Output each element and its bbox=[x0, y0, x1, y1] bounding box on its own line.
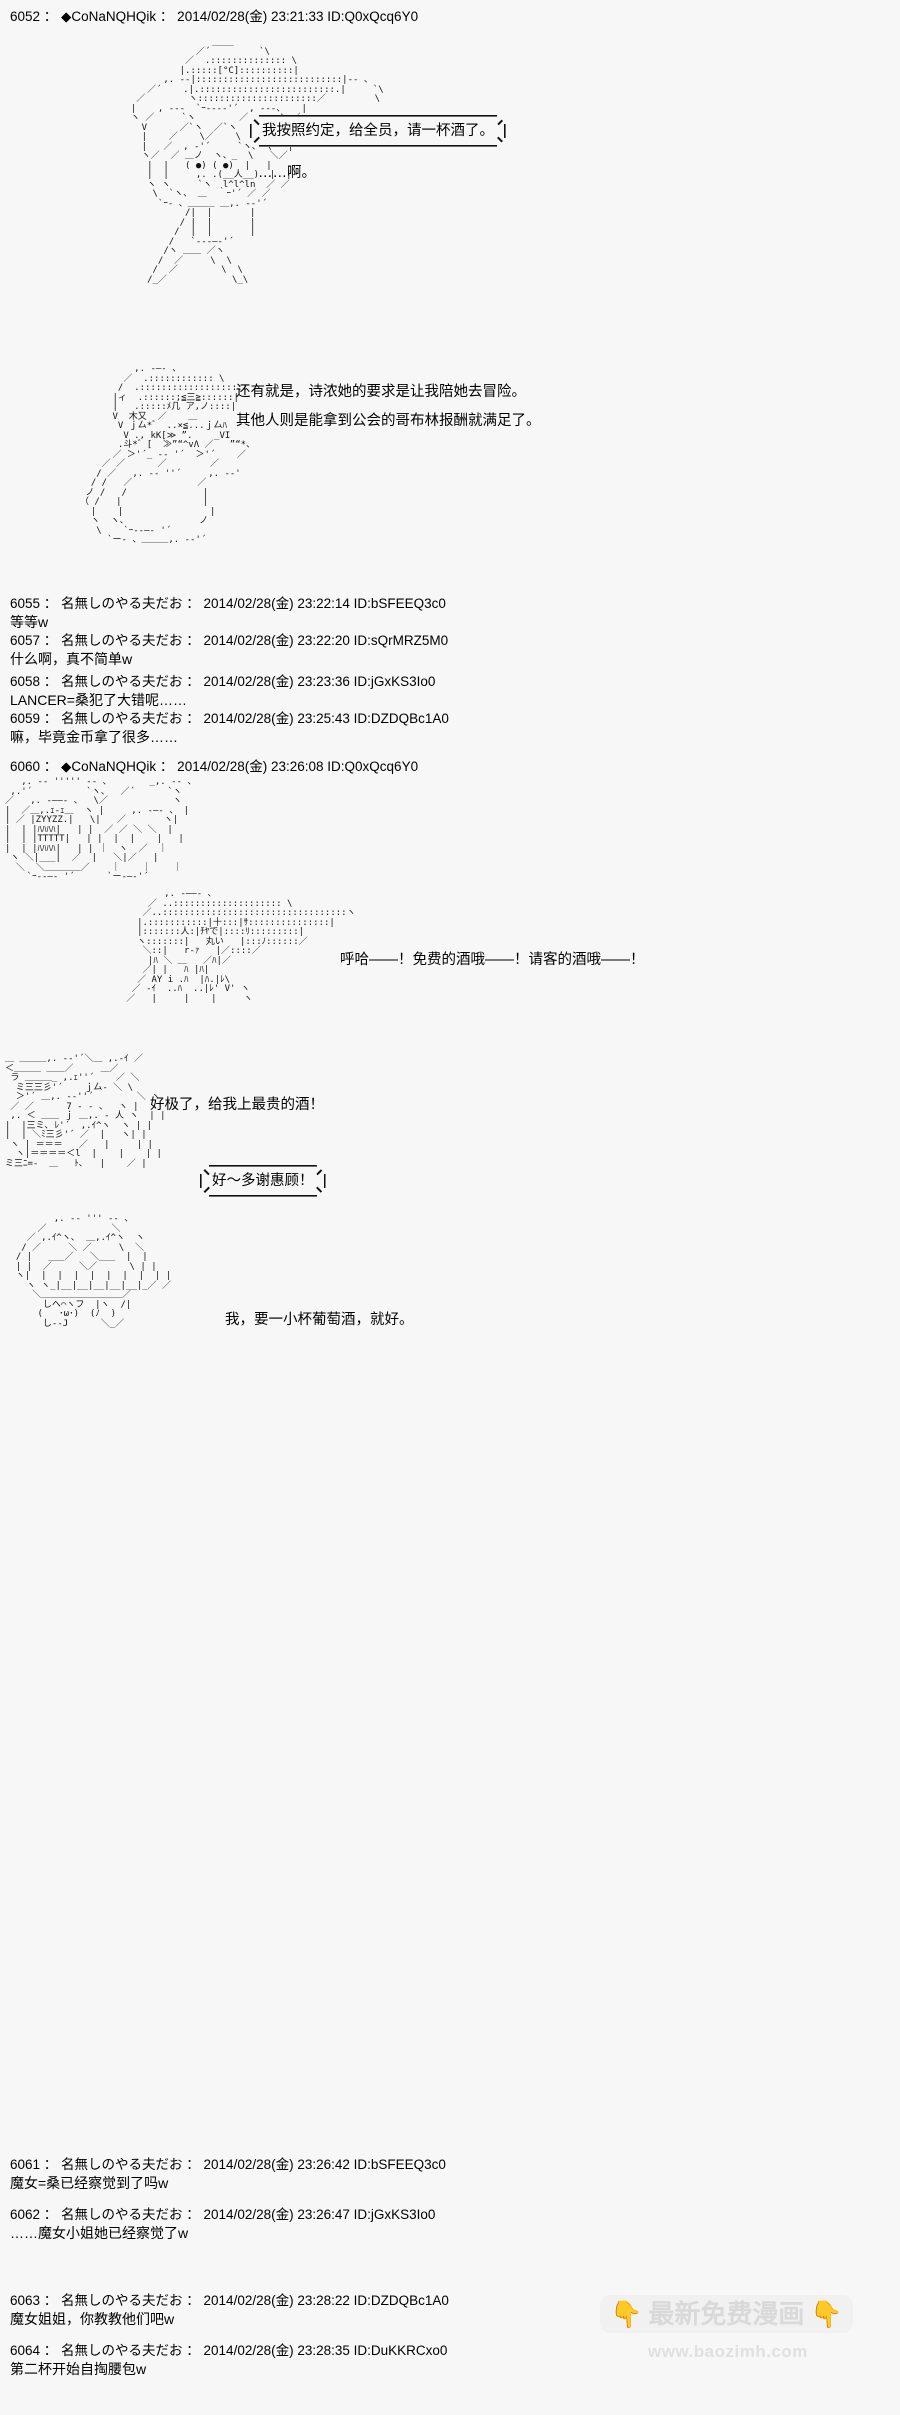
narration-2: 还有就是，诗浓她的要求是让我陪她去冒险。 bbox=[236, 384, 526, 400]
post-body: ……魔女小姐她已经察觉了w bbox=[10, 2225, 189, 2241]
post-6058: 6058 ： 名無しのやる夫だお ： 2014/02/28(金) 23:23:3… bbox=[10, 673, 435, 710]
post-meta: 6062 ： 名無しのやる夫だお ： 2014/02/28(金) 23:26:4… bbox=[10, 2207, 436, 2222]
post-body: LANCER=桑犯了大错呢…… bbox=[10, 692, 187, 708]
post-body: 等等w bbox=[10, 614, 49, 630]
ascii-art-woman: ,. -―- 、 ／ .:::::::::::: \ / .::::::::::… bbox=[80, 364, 263, 545]
post-meta: 6064 ： 名無しのやる夫だお ： 2014/02/28(金) 23:28:3… bbox=[10, 2343, 448, 2358]
watermark-url: www.baozimh.com bbox=[648, 2342, 808, 2361]
narration-5: 好极了，给我上最贵的酒！ bbox=[150, 1097, 324, 1113]
post-6064: 6064 ： 名無しのやる夫だお ： 2014/02/28(金) 23:28:3… bbox=[10, 2342, 447, 2379]
pointing-hand-icon-left: 👇 bbox=[610, 2299, 643, 2329]
post-meta: 6058 ： 名無しのやる夫だお ： 2014/02/28(金) 23:23:3… bbox=[10, 674, 436, 689]
ascii-art-crowd: ＿ ＿＿＿,. -‐'´＼＿ ,.-ｲ ／ ＜＿＿＿ ＿＿／ ＿／ ラ ＿＿＿_… bbox=[5, 1054, 166, 1169]
post-6062: 6062 ： 名無しのやる夫だお ： 2014/02/28(金) 23:26:4… bbox=[10, 2206, 435, 2243]
post-body: 第二杯开始自掏腰包w bbox=[10, 2361, 147, 2377]
watermark-text: 最新免费漫画 bbox=[648, 2299, 805, 2329]
post-6063: 6063 ： 名無しのやる夫だお ： 2014/02/28(金) 23:28:2… bbox=[10, 2292, 449, 2329]
post-meta: 6057 ： 名無しのやる夫だお ： 2014/02/28(金) 23:22:2… bbox=[10, 633, 449, 648]
post-6061: 6061 ： 名無しのやる夫だお ： 2014/02/28(金) 23:26:4… bbox=[10, 2156, 446, 2193]
speech-bubble-2: 好～多谢惠顾！ bbox=[200, 1165, 326, 1197]
post-6055: 6055 ： 名無しのやる夫だお ： 2014/02/28(金) 23:22:1… bbox=[10, 595, 446, 632]
post-meta: 6060 ： ◆CoNaNQHQik ： 2014/02/28(金) 23:26… bbox=[10, 759, 419, 774]
post-meta: 6055 ： 名無しのやる夫だお ： 2014/02/28(金) 23:22:1… bbox=[10, 596, 446, 611]
post-meta: 6052 ： ◆CoNaNQHQik ： 2014/02/28(金) 23:21… bbox=[10, 9, 419, 24]
narration-4: 呼哈——！免费的酒哦——！请客的酒哦——！ bbox=[340, 952, 645, 968]
speech-bubble-1-text: 我按照约定，给全员，请一杯酒了。 bbox=[262, 123, 494, 139]
post-body: 什么啊，真不简单w bbox=[10, 651, 133, 667]
pointing-hand-icon-right: 👇 bbox=[810, 2299, 843, 2329]
post-header-6052: 6052 ： ◆CoNaNQHQik ： 2014/02/28(金) 23:21… bbox=[10, 8, 418, 26]
post-meta: 6063 ： 名無しのやる夫だお ： 2014/02/28(金) 23:28:2… bbox=[10, 2293, 449, 2308]
post-body: 魔女姐姐，你教教他们吧w bbox=[10, 2311, 175, 2327]
post-meta: 6059 ： 名無しのやる夫だお ： 2014/02/28(金) 23:25:4… bbox=[10, 711, 449, 726]
ascii-art-tavern: ,. -‐ ''''' ‐- 、 _,. -‐ 、 ,.'´ `ヽ、 ／´ `ヽ… bbox=[5, 777, 197, 882]
post-body: 魔女=桑已经察觉到了吗w bbox=[10, 2175, 169, 2191]
post-6057: 6057 ： 名無しのやる夫だお ： 2014/02/28(金) 23:22:2… bbox=[10, 632, 448, 669]
narration-3: 其他人则是能拿到公会的哥布林报酬就满足了。 bbox=[236, 413, 541, 429]
speech-bubble-1: 我按照约定，给全员，请一杯酒了。 bbox=[250, 115, 506, 147]
ascii-art-group: ,. -‐ ''' ‐- 、 ／ ＼ ／ ,.ｲ^ヽ､ ＿,.ｲ^ヽ ヽ / ／… bbox=[15, 1214, 172, 1329]
ascii-art-drinker: ,. -――- 、 ／ ..:::::::::::::::::::: \ ／..… bbox=[126, 889, 356, 1004]
post-meta: 6061 ： 名無しのやる夫だお ： 2014/02/28(金) 23:26:4… bbox=[10, 2157, 446, 2172]
post-body: 嘛，毕竟金币拿了很多…… bbox=[10, 729, 178, 745]
ascii-art-mug: ____ ／´ `\ ／ .:::::::::::::: \ |.:::::[°… bbox=[130, 37, 384, 285]
narration-1: ……啊。 bbox=[258, 165, 316, 181]
watermark-badge: 👇 最新免费漫画 👇 bbox=[600, 2295, 853, 2333]
speech-bubble-2-text: 好～多谢惠顾！ bbox=[212, 1173, 314, 1189]
post-6059: 6059 ： 名無しのやる夫だお ： 2014/02/28(金) 23:25:4… bbox=[10, 710, 449, 747]
post-header-6060: 6060 ： ◆CoNaNQHQik ： 2014/02/28(金) 23:26… bbox=[10, 758, 418, 776]
narration-6: 我，要一小杯葡萄酒，就好。 bbox=[225, 1312, 414, 1328]
